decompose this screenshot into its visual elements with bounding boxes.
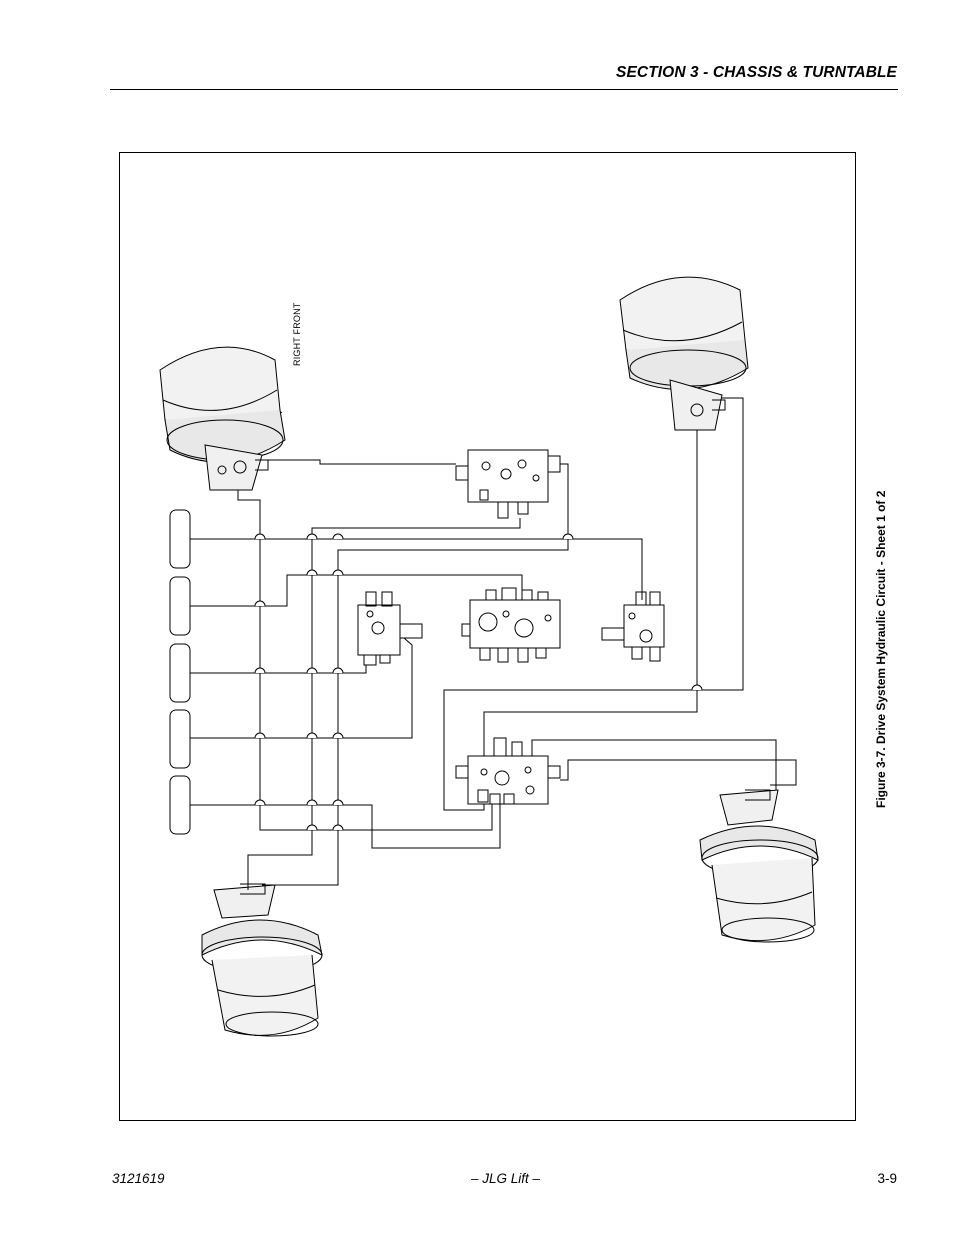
valve-block-center [461,587,561,663]
cylinder-2 [169,576,191,636]
footer-doc-number: 3121619 [112,1171,165,1186]
cylinder-5 [169,775,191,835]
cylinder-4 [169,709,191,769]
valve-block-bottom [455,737,561,805]
drive-motor-right-front [159,346,286,491]
valve-block-top [455,449,561,519]
figure-caption: Figure 3-7. Drive System Hydraulic Circu… [874,490,888,808]
footer-page-number: 3-9 [877,1171,897,1186]
cylinder-1 [169,509,191,569]
figure-frame [119,152,856,1121]
line-crossovers [254,533,703,831]
drive-motor-left-front [619,276,749,431]
footer-publisher: – JLG Lift – [471,1171,541,1186]
header-rule [110,89,898,90]
valve-block-right [601,591,665,662]
right-front-label: RIGHT FRONT [292,302,302,366]
drive-motor-right-rear [699,789,819,943]
cylinder-3 [169,643,191,703]
valve-block-left [357,591,423,666]
section-title: SECTION 3 - CHASSIS & TURNTABLE [616,64,897,81]
drive-motor-left-rear [201,883,323,1037]
